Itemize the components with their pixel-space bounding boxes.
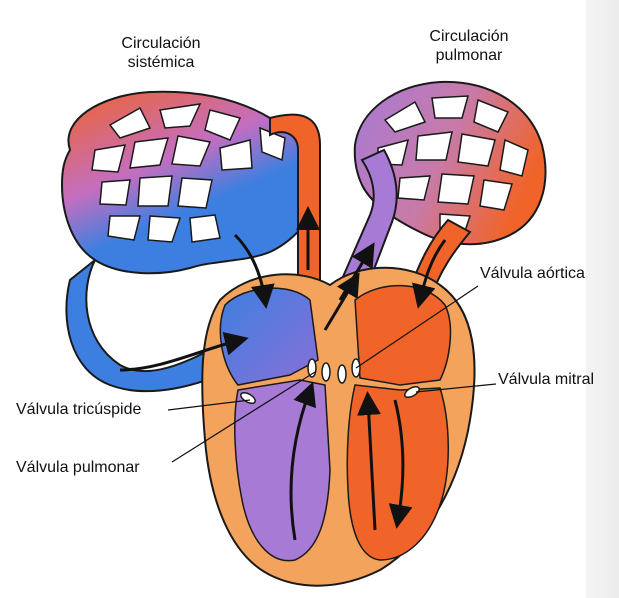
label-valvula-mitral: Válvula mitral	[498, 370, 594, 389]
label-circulacion-pulmonar-line1: Circulación	[410, 27, 528, 46]
aortic-valve-leaflet-a	[338, 365, 346, 383]
label-circulacion-sistemica-line2: sistémica	[102, 53, 220, 72]
label-circulacion-sistemica-line1: Circulación	[102, 34, 220, 53]
label-circulacion-pulmonar: Circulación pulmonar	[410, 27, 528, 65]
label-circulacion-pulmonar-line2: pulmonar	[410, 46, 528, 65]
label-valvula-tricuspide: Válvula tricúspide	[16, 400, 141, 419]
label-valvula-aortica: Válvula aórtica	[480, 264, 585, 283]
pulmonary-valve-leaflet-b	[322, 363, 330, 381]
label-valvula-pulmonar: Válvula pulmonar	[16, 458, 140, 477]
label-circulacion-sistemica: Circulación sistémica	[102, 34, 220, 72]
left-atrium	[355, 286, 450, 385]
